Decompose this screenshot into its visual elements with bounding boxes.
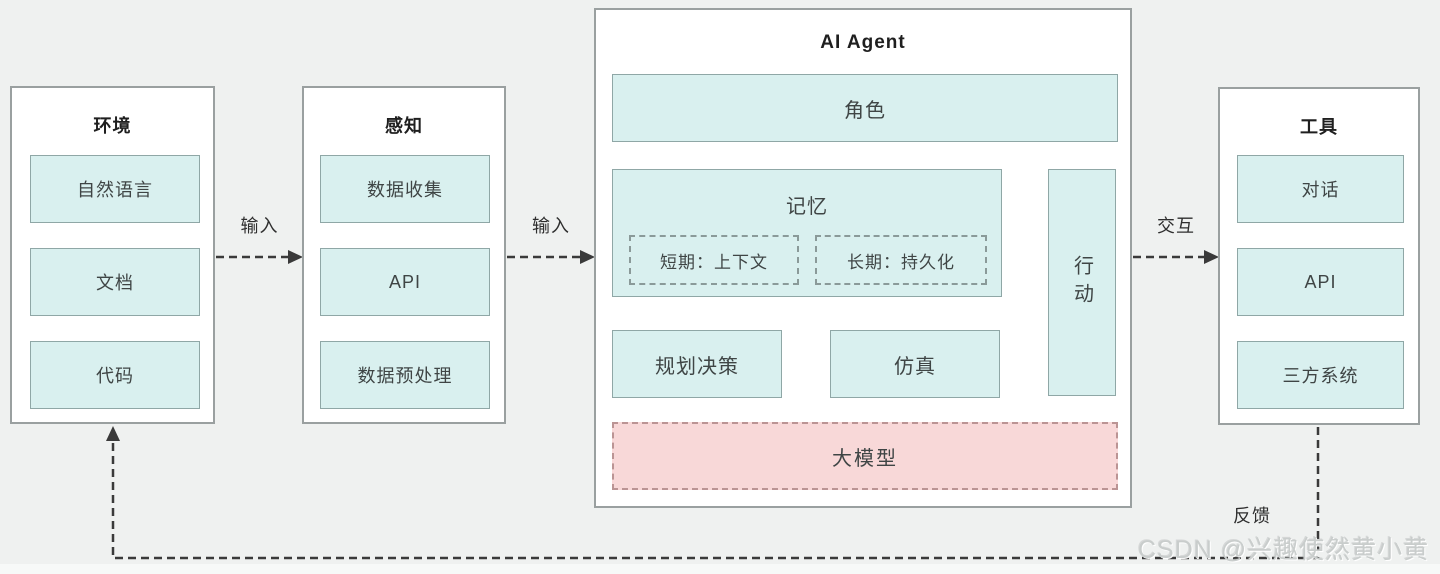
perception-item-api: API [320, 248, 490, 316]
feedback-arrow-head [106, 426, 120, 441]
ai-agent-title: AI Agent [820, 32, 906, 53]
environment-title: 环境 [93, 116, 132, 136]
agent-action-box: 行动 [1048, 169, 1116, 396]
tools-item-third-party: 三方系统 [1237, 341, 1404, 409]
agent-role-box: 角色 [612, 74, 1118, 142]
feedback-path [111, 427, 1320, 560]
ai-agent-box: AI Agent 角色 记忆 短期：上下文 长期：持久化 行动 规划决策 仿真 … [594, 8, 1132, 508]
agent-memory-box: 记忆 短期：上下文 长期：持久化 [612, 169, 1002, 297]
input-arrow-2-head [580, 250, 595, 264]
tools-title: 工具 [1300, 117, 1338, 137]
tools-item-api: API [1237, 248, 1404, 316]
interaction-arrow-head [1204, 250, 1219, 264]
input-label-1: 输入 [240, 216, 279, 236]
agent-memory-short-term: 短期：上下文 [629, 235, 799, 285]
agent-memory-title: 记忆 [786, 196, 828, 218]
tools-item-dialogue: 对话 [1237, 155, 1404, 223]
interaction-label: 交互 [1157, 216, 1195, 236]
input-arrow-1-head [288, 250, 303, 264]
agent-memory-long-term: 长期：持久化 [815, 235, 987, 285]
input-label-2: 输入 [532, 216, 570, 236]
perception-item-data-collection: 数据收集 [320, 155, 490, 223]
tools-box: 工具 对话 API 三方系统 [1218, 87, 1420, 425]
perception-box: 感知 数据收集 API 数据预处理 [302, 86, 506, 424]
feedback-label: 反馈 [1233, 506, 1271, 526]
perception-item-preprocessing: 数据预处理 [320, 341, 490, 409]
environment-item-code: 代码 [30, 341, 200, 409]
csdn-watermark: CSDN @兴趣使然黄小黄 [1138, 536, 1430, 564]
environment-item-natural-language: 自然语言 [30, 155, 200, 223]
environment-item-document: 文档 [30, 248, 200, 316]
agent-simulation-box: 仿真 [830, 330, 1000, 398]
agent-planning-box: 规划决策 [612, 330, 782, 398]
perception-title: 感知 [385, 116, 423, 136]
agent-large-model-box: 大模型 [612, 422, 1118, 490]
bottom-strip [0, 564, 1440, 574]
environment-box: 环境 自然语言 文档 代码 [10, 86, 215, 424]
